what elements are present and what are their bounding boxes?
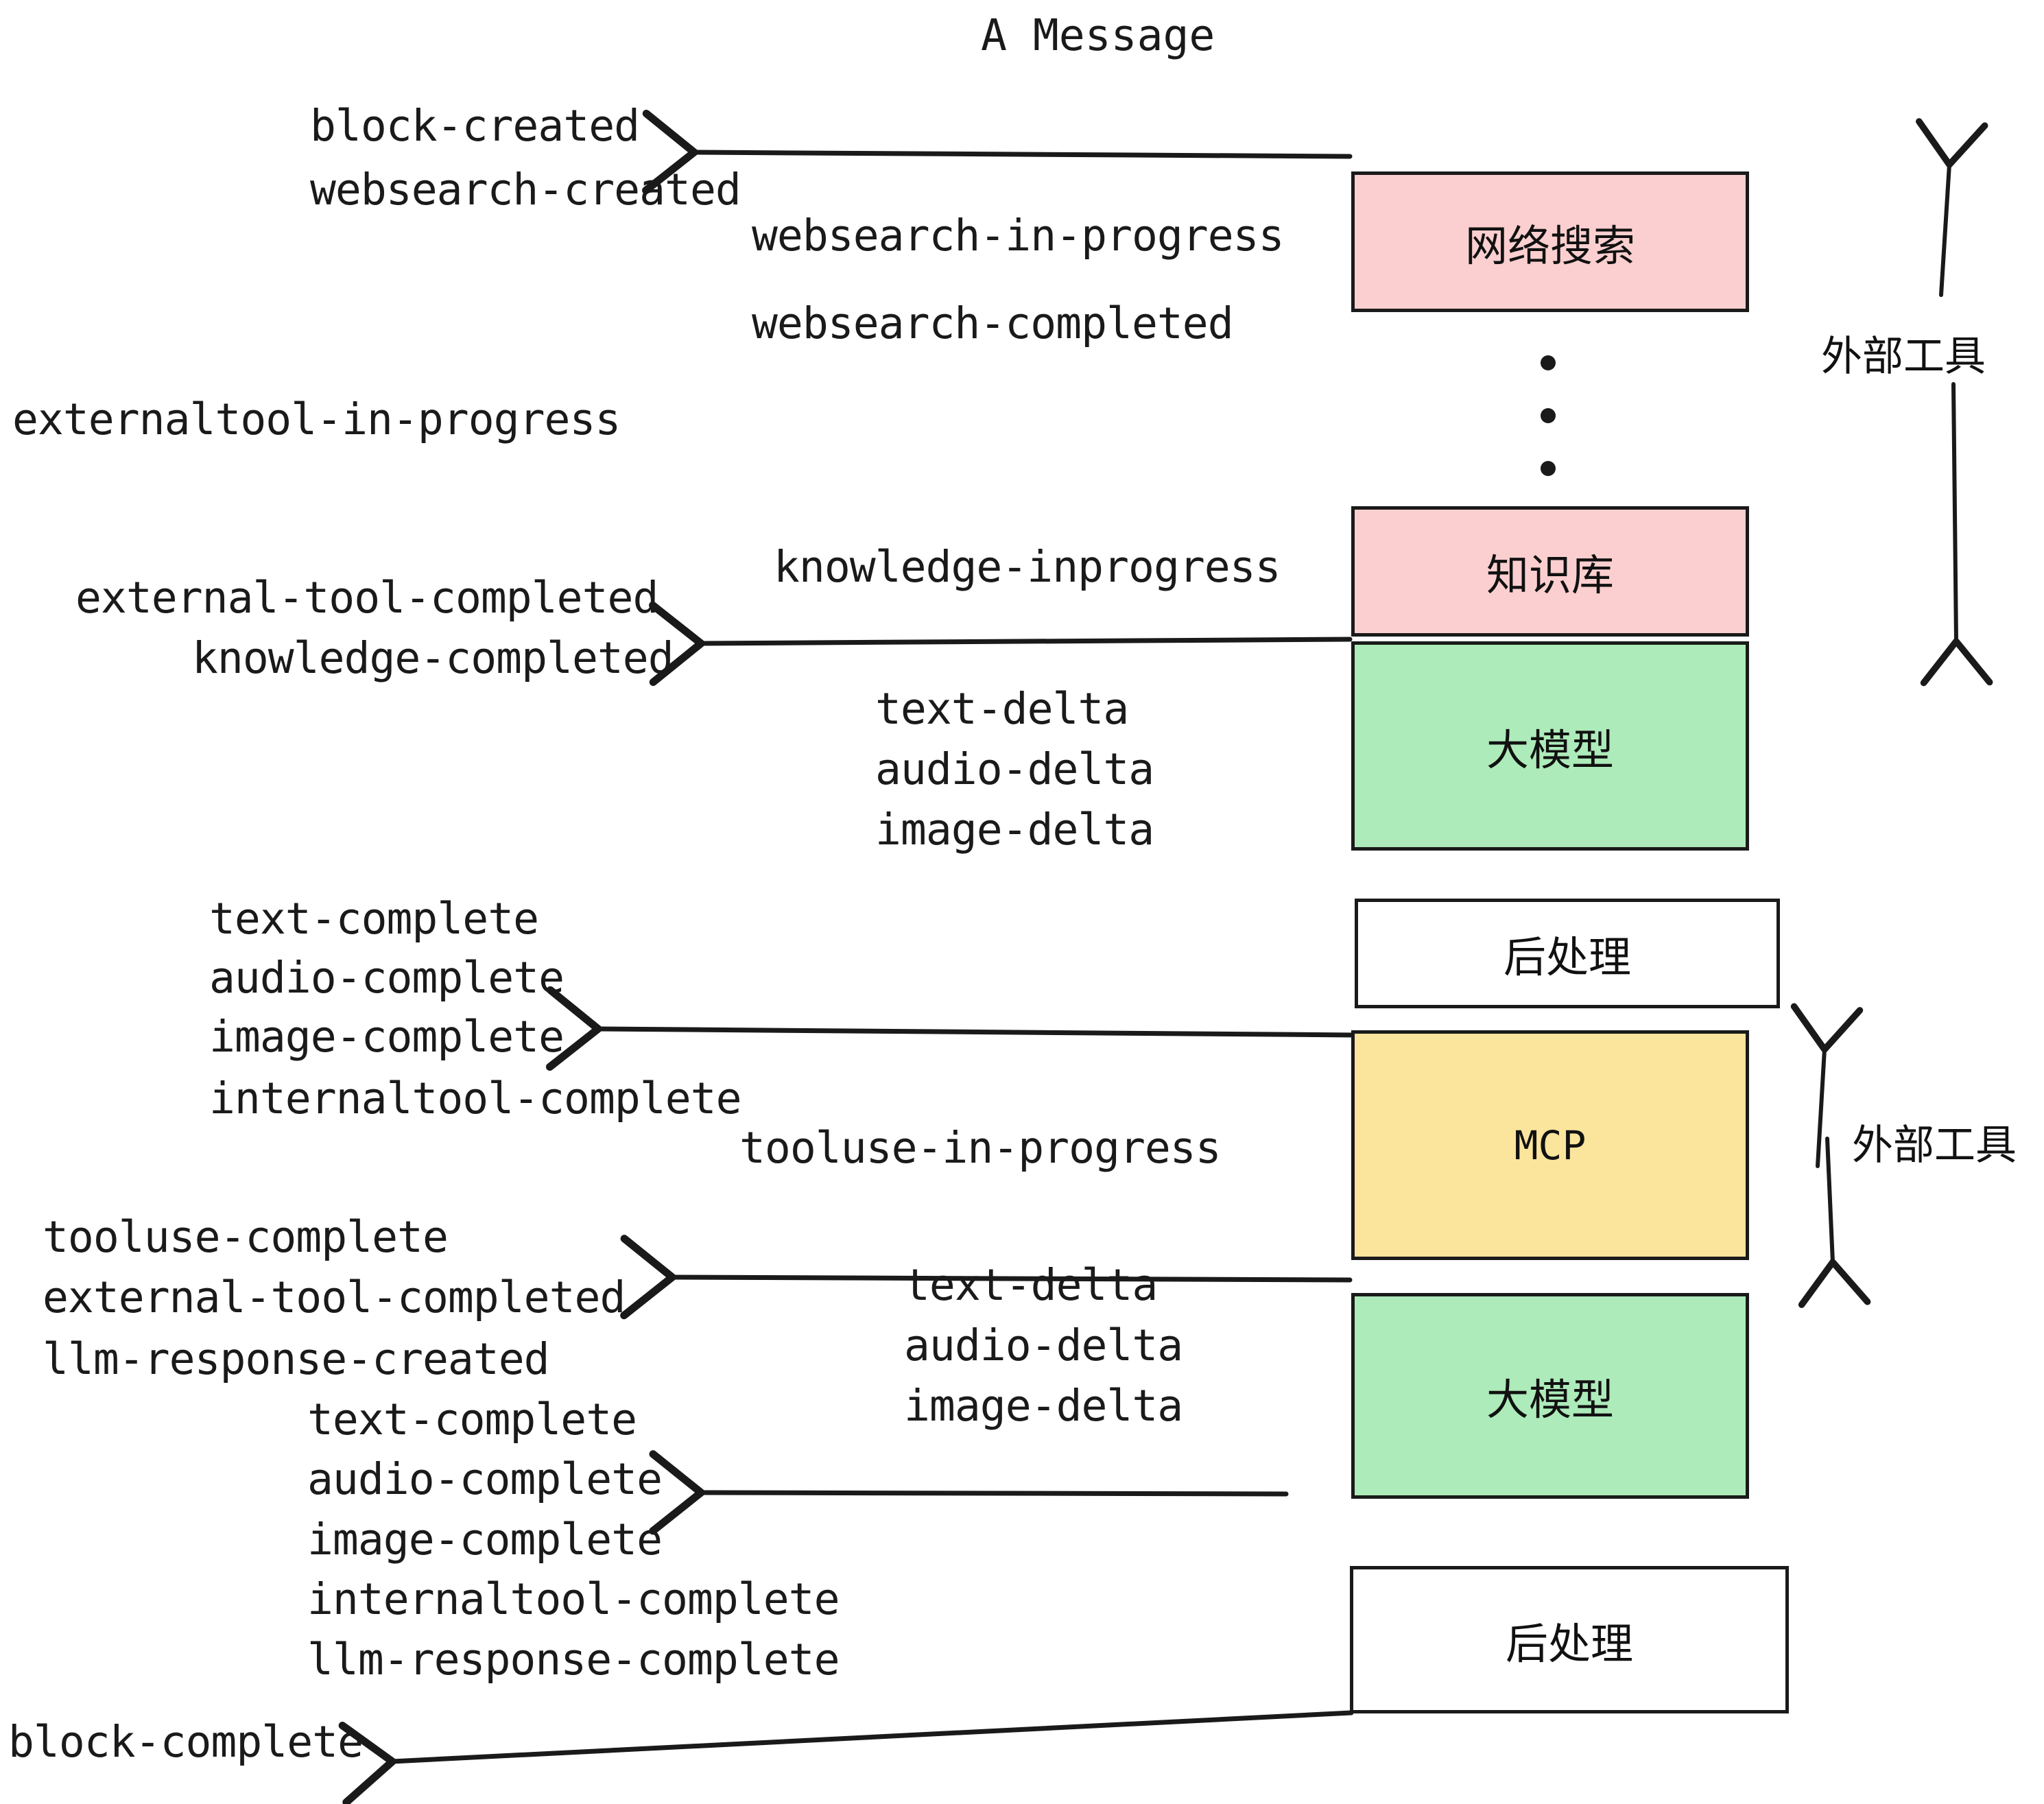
node-box-llm-1[interactable]: 大模型 [1351,641,1749,851]
event-label-knowledge-inprogress: knowledge-inprogress [774,542,1281,592]
event-arrows-group [338,109,1357,1804]
arrow-audio-complete [649,1450,1289,1535]
event-label-audio-complete-1: audio-complete [209,953,565,1003]
event-label-text-complete-2: text-complete [307,1394,637,1445]
event-label-internaltool-complete-1: internaltool-complete [209,1073,742,1124]
arrow-knowledge-done [649,601,1353,687]
node-box-llm-2[interactable]: 大模型 [1351,1293,1749,1499]
event-label-knowledge-completed: knowledge-completed [192,633,674,683]
event-label-image-complete-1: image-complete [209,1012,565,1062]
group-label-external-tool-bottom: 外部工具 [1852,1121,2017,1170]
event-label-externaltool-in-progress: externaltool-in-progress [12,394,621,444]
event-label-websearch-in-progress: websearch-in-progress [752,211,1285,261]
ellipsis-dot-3 [1541,461,1556,476]
event-label-audio-delta-2: audio-delta [904,1320,1183,1370]
node-label-llm-2: 大模型 [1486,1375,1614,1425]
event-label-internaltool-complete-2: internaltool-complete [307,1574,840,1624]
node-box-postprocess-1[interactable]: 后处理 [1355,899,1780,1008]
event-label-external-tool-completed-2: external-tool-completed [43,1272,626,1322]
node-box-postprocess-2[interactable]: 后处理 [1350,1566,1789,1713]
external-tool-arrows-group [1790,118,1993,1308]
event-label-image-delta-2: image-delta [904,1381,1183,1431]
external-tool-arrow-up-top [1916,118,1988,297]
node-label-postprocess-2: 后处理 [1505,1618,1633,1669]
event-label-image-complete-2: image-complete [307,1515,663,1565]
node-label-mcp: MCP [1514,1121,1587,1169]
event-label-llm-response-complete: llm-response-complete [307,1635,840,1685]
ellipsis-dot-2 [1541,408,1556,423]
node-label-postprocess-1: 后处理 [1503,932,1631,982]
event-label-text-delta-1: text-delta [875,684,1129,734]
event-label-tooluse-in-progress: tooluse-in-progress [739,1123,1222,1173]
external-tool-arrow-down-top [1920,382,1993,687]
arrow-tooluse-complete [620,1235,1353,1320]
event-label-text-delta-2: text-delta [904,1260,1158,1310]
external-tool-arrow-up-bottom [1790,1003,1864,1168]
arrow-block-complete [338,1710,1354,1804]
event-label-block-complete: block-complete [8,1717,364,1767]
arrow-image-complete [545,986,1357,1071]
event-label-image-delta-1: image-delta [875,805,1154,855]
node-box-websearch[interactable]: 网络搜索 [1351,171,1749,312]
event-label-text-complete-1: text-complete [209,894,539,944]
node-label-websearch: 网络搜索 [1464,220,1635,271]
event-label-audio-delta-1: audio-delta [875,744,1154,794]
node-label-llm-1: 大模型 [1486,724,1614,775]
arrow-block-created [642,109,1353,195]
event-label-external-tool-completed-1: external-tool-completed [75,573,658,623]
node-label-knowledge: 知识库 [1486,550,1614,600]
event-label-websearch-created: websearch-created [310,165,741,215]
node-box-knowledge[interactable]: 知识库 [1351,506,1749,637]
event-label-websearch-completed: websearch-completed [752,298,1234,348]
event-label-llm-response-created: llm-response-created [43,1334,550,1384]
event-label-block-created: block-created [310,101,640,151]
group-label-external-tool-top: 外部工具 [1821,333,1986,381]
diagram-title: A Message [981,10,1215,60]
event-label-audio-complete-2: audio-complete [307,1454,663,1504]
node-box-mcp[interactable]: MCP [1351,1030,1749,1260]
ellipsis-dot-1 [1541,355,1556,370]
external-tool-arrow-down-bottom [1798,1137,1871,1308]
event-label-tooluse-complete: tooluse-complete [43,1212,449,1262]
